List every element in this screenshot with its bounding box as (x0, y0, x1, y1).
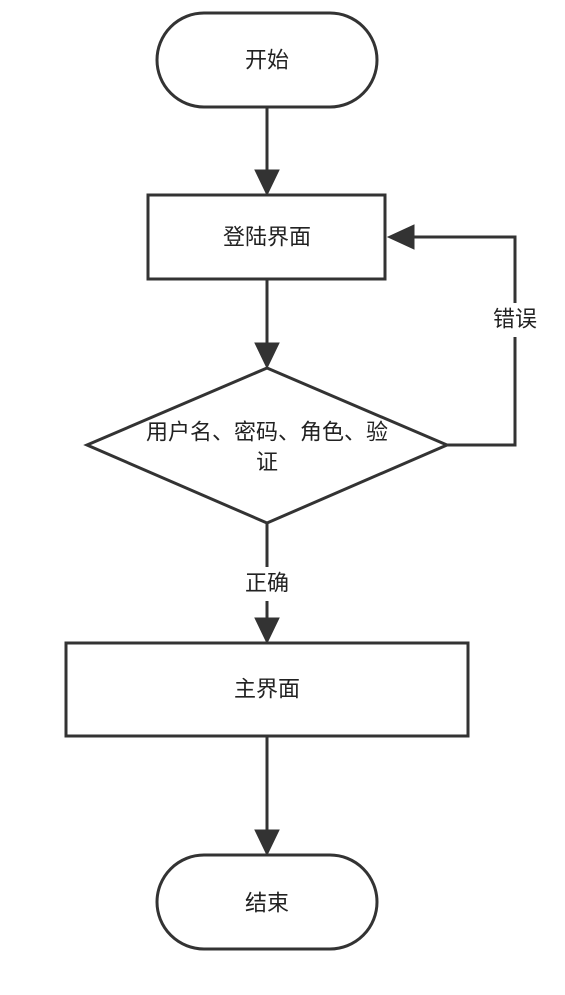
node-verify: 用户名、密码、角色、验 证 (83, 366, 451, 525)
login-label: 登陆界面 (223, 226, 311, 251)
main-process-box (64, 641, 470, 738)
arrow-verify-to-main (254, 617, 280, 645)
verify-decision-diamond (83, 366, 451, 525)
verify-label-line1: 用户名、密码、角色、验 (146, 421, 388, 446)
node-login: 登陆界面 (146, 193, 387, 281)
edge-verify-to-login-error (412, 235, 517, 447)
end-label: 结束 (245, 892, 289, 917)
node-end: 结束 (155, 853, 379, 951)
error-label: 错误 (493, 308, 537, 333)
correct-label: 正确 (245, 572, 289, 597)
verify-label-line2: 证 (256, 451, 278, 476)
login-process-box (146, 193, 387, 281)
arrow-login-to-verify (254, 342, 280, 370)
start-label: 开始 (245, 49, 289, 74)
correct-label-bg (238, 567, 296, 601)
main-label: 主界面 (234, 678, 300, 703)
start-terminator (155, 11, 379, 109)
arrow-verify-to-login (386, 224, 415, 250)
edge-labels: 错误 正确 (238, 303, 543, 601)
arrow-main-to-end (254, 829, 280, 857)
arrow-start-to-login (254, 169, 280, 197)
node-start: 开始 (155, 11, 379, 109)
end-terminator (155, 853, 379, 951)
error-label-bg (487, 303, 543, 337)
edges (254, 108, 517, 857)
node-main: 主界面 (64, 641, 470, 738)
